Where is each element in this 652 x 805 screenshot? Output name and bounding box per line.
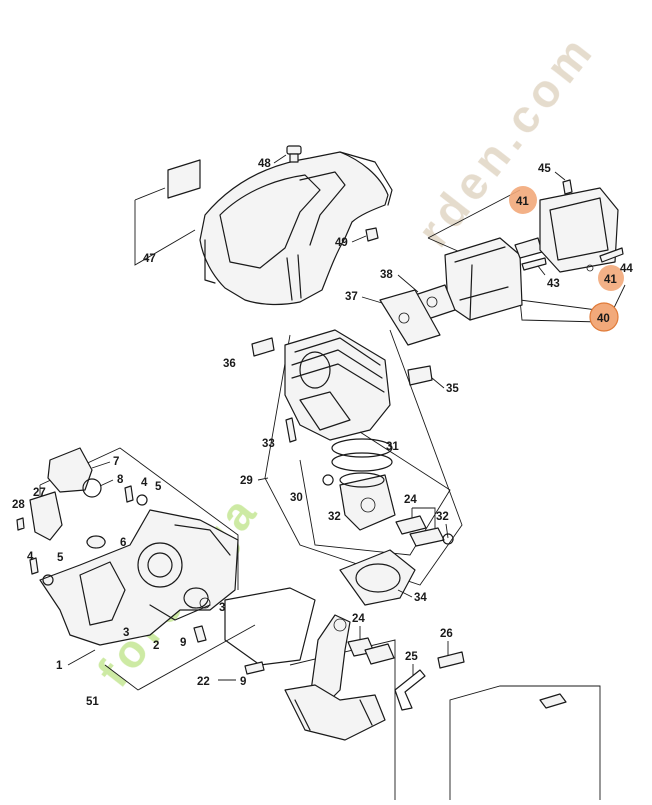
callout-49[interactable]: 49	[335, 237, 348, 249]
callout-36[interactable]: 36	[223, 358, 236, 370]
crankcase-group: 7 8 4 5 6 4 5 27 28 3 3 9 2 1 9 22 51	[12, 447, 316, 708]
decomp-valve-35[interactable]	[407, 365, 433, 386]
callout-28[interactable]: 28	[12, 499, 25, 511]
bolt-43[interactable]	[521, 257, 547, 271]
callout-6[interactable]: 6	[120, 537, 126, 549]
callout-5a[interactable]: 5	[155, 481, 162, 493]
callout-26[interactable]: 26	[440, 628, 453, 640]
callout-44[interactable]: 44	[620, 263, 633, 275]
crankshaft[interactable]	[284, 684, 386, 741]
screw-33[interactable]	[285, 417, 297, 443]
callout-41-top[interactable]: 41	[516, 196, 529, 208]
callout-4b[interactable]: 4	[27, 551, 34, 563]
muffler-group: 41 41 40 43 44 45 38 37	[345, 163, 633, 346]
circlip-32b[interactable]	[442, 533, 454, 545]
washer-5b[interactable]	[42, 574, 54, 586]
callout-25[interactable]: 25	[405, 651, 418, 663]
nut-49[interactable]	[365, 227, 379, 242]
callout-4a[interactable]: 4	[141, 477, 148, 489]
piston-ring-31a[interactable]	[331, 438, 393, 458]
callout-3a[interactable]: 3	[219, 602, 225, 614]
callout-3b[interactable]: 3	[123, 627, 129, 639]
muffler-cover[interactable]	[539, 187, 619, 273]
dowel-9a[interactable]	[193, 625, 207, 643]
callout-41-right-highlight	[598, 265, 624, 291]
piston-pin[interactable]	[409, 527, 445, 547]
callout-27[interactable]: 27	[33, 487, 46, 499]
shroud-cover[interactable]	[199, 151, 389, 306]
callout-43[interactable]: 43	[547, 278, 560, 290]
callout-8[interactable]: 8	[117, 474, 124, 486]
oring-8[interactable]	[82, 478, 102, 498]
callout-9a[interactable]: 9	[180, 637, 186, 649]
seal-6[interactable]	[86, 535, 106, 549]
tool-25[interactable]	[394, 669, 426, 711]
oil-pump-7[interactable]	[47, 447, 93, 493]
callout-24a[interactable]: 24	[404, 494, 417, 506]
callout-1[interactable]: 1	[56, 660, 63, 672]
callout-47[interactable]: 47	[143, 253, 156, 265]
gasket-crankcase[interactable]	[224, 587, 316, 666]
bolt-26[interactable]	[437, 651, 465, 669]
needle-cage-24c[interactable]	[364, 643, 395, 665]
spark-arrestor[interactable]	[514, 237, 543, 259]
callout-40[interactable]: 40	[597, 313, 610, 325]
guard-27[interactable]	[29, 491, 63, 541]
bearing-3a[interactable]	[183, 587, 209, 609]
top-cover-group: 47 48 49	[134, 145, 393, 306]
callout-29[interactable]: 29	[240, 475, 253, 487]
screw-28[interactable]	[16, 517, 25, 531]
callout-7[interactable]: 7	[113, 456, 119, 468]
circlip-32a[interactable]	[322, 474, 334, 486]
callout-32b[interactable]: 32	[436, 511, 449, 523]
callout-30[interactable]: 30	[290, 492, 303, 504]
callout-34[interactable]: 34	[414, 592, 427, 604]
gasket-37[interactable]	[379, 289, 441, 346]
callout-38[interactable]: 38	[380, 269, 393, 281]
callout-41-top-highlight	[509, 186, 537, 214]
screw-4a[interactable]	[124, 485, 134, 503]
screw-44[interactable]	[599, 247, 624, 263]
callout-37[interactable]: 37	[345, 291, 358, 303]
piston-30[interactable]	[339, 474, 396, 531]
callout-32a[interactable]: 32	[328, 511, 341, 523]
crankcase[interactable]	[39, 509, 239, 646]
callout-45[interactable]: 45	[538, 163, 551, 175]
screw-45[interactable]	[562, 179, 573, 195]
washer-5a[interactable]	[136, 494, 148, 506]
callout-5b[interactable]: 5	[57, 552, 64, 564]
knob-48[interactable]	[286, 145, 302, 163]
callout-41-right[interactable]: 41	[604, 274, 617, 286]
cylinder[interactable]	[284, 329, 391, 441]
piston-ring-31b[interactable]	[331, 452, 393, 472]
partial-box-bottom-right	[449, 685, 601, 800]
callout-35[interactable]: 35	[446, 383, 459, 395]
gasket-47[interactable]	[167, 159, 201, 199]
callout-9b[interactable]: 9	[240, 676, 246, 688]
callout-48[interactable]: 48	[258, 158, 271, 170]
callout-2[interactable]: 2	[153, 640, 159, 652]
callout-24b[interactable]: 24	[352, 613, 365, 625]
part-bottom-right[interactable]	[539, 693, 567, 709]
callout-33[interactable]: 33	[262, 438, 275, 450]
base-gasket-34[interactable]	[339, 549, 416, 606]
callout-31[interactable]: 31	[386, 441, 399, 453]
cylinder-group: 36 35 33 29 31 30 32 24 32 34	[223, 329, 463, 606]
callout-51[interactable]: 51	[86, 696, 99, 708]
callout-40-highlight	[589, 302, 619, 332]
spark-plug-36[interactable]	[251, 337, 275, 357]
screw-9b[interactable]	[244, 661, 265, 675]
callout-22[interactable]: 22	[197, 676, 210, 688]
crankshaft-group: 24 25 26	[284, 613, 465, 800]
screw-4b[interactable]	[29, 557, 39, 575]
